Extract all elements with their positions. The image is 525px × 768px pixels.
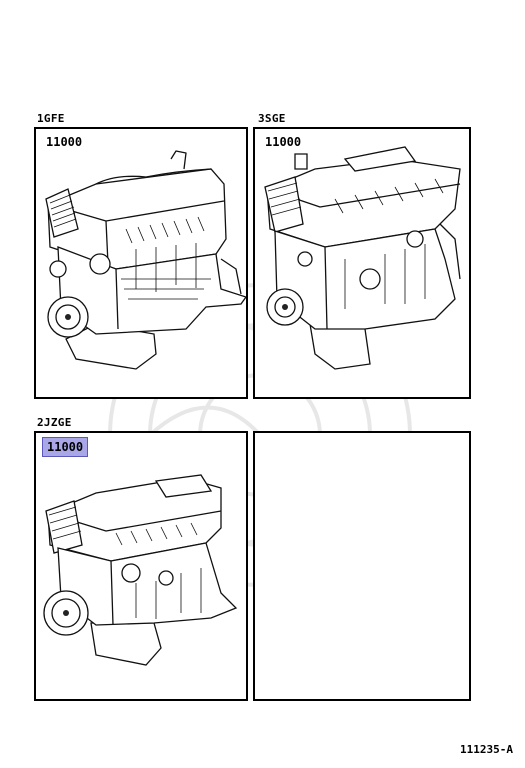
part-number-link-3sge[interactable]: 11000 xyxy=(265,135,302,149)
panel-empty xyxy=(253,431,471,701)
panel-1gfe: 11000 xyxy=(34,127,248,399)
part-number-link-2jzge[interactable]: 11000 xyxy=(42,437,89,457)
panel-2jzge: 11000 xyxy=(34,431,248,701)
engine-label-1gfe: 1GFE xyxy=(37,112,65,125)
engine-label-2jzge: 2JZGE xyxy=(37,416,72,429)
engine-label-3sge: 3SGE xyxy=(258,112,286,125)
part-number-link-1gfe[interactable]: 11000 xyxy=(46,135,83,149)
engine-illustration-1gfe xyxy=(45,150,246,370)
diagram-code: 111235-A xyxy=(460,743,513,756)
engine-illustration-3sge xyxy=(264,146,461,370)
engine-illustration-2jzge xyxy=(43,474,238,666)
panel-3sge: 11000 xyxy=(253,127,471,399)
